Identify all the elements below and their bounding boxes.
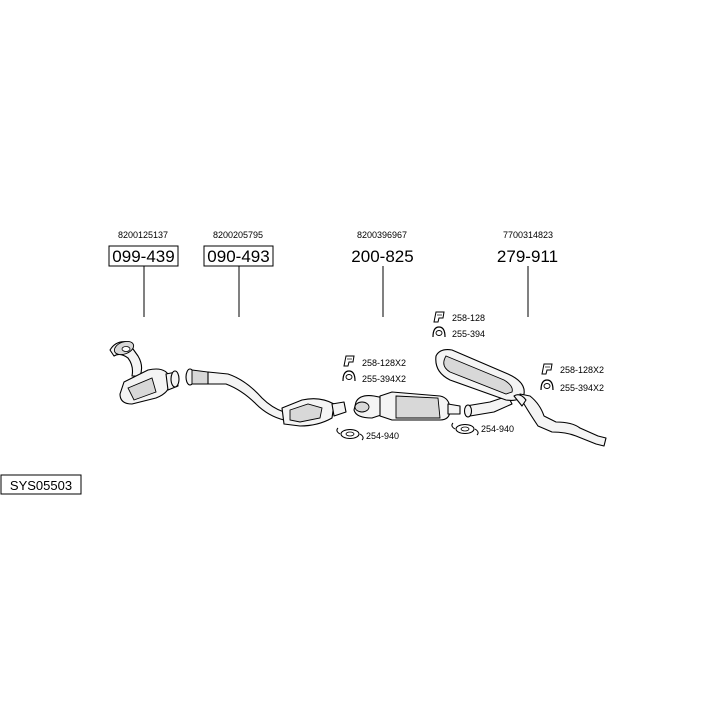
system-code: SYS05503 (10, 478, 72, 493)
clamp-icon[interactable] (336, 427, 364, 441)
clamp-1-label: 254-940 (366, 431, 399, 441)
part-number-4[interactable]: 279-911 (497, 247, 558, 266)
front-pipe-catalyst[interactable] (109, 339, 180, 405)
system-code-box: SYS05503 (0, 474, 82, 495)
clamp-2-label: 254-940 (481, 424, 514, 434)
tail-mount-label: 258-128X2 (560, 365, 604, 375)
part-number-box-1[interactable]: 099-439 (108, 245, 179, 267)
part-number-3[interactable]: 200-825 (351, 247, 413, 266)
front-muffler[interactable] (353, 391, 461, 421)
hanger-ring-icon[interactable] (432, 326, 446, 338)
rubber-mount-icon[interactable] (343, 355, 355, 367)
rubber-mount-icon[interactable] (433, 311, 445, 323)
clamp-icon[interactable] (451, 422, 479, 436)
part-number-1: 099-439 (112, 247, 174, 266)
front-muffler-mount-label: 258-128X2 (362, 358, 406, 368)
hanger-ring-icon[interactable] (540, 379, 554, 391)
oe-number-3: 8200396967 (357, 230, 407, 240)
intermediate-pipe-catalyst[interactable] (185, 368, 347, 427)
front-muffler-hanger-label: 255-394X2 (362, 374, 406, 384)
rear-muffler[interactable] (435, 349, 607, 447)
rubber-mount-icon[interactable] (541, 363, 553, 375)
part-number-box-2[interactable]: 090-493 (203, 245, 274, 267)
oe-number-1: 8200125137 (118, 230, 168, 240)
oe-number-4: 7700314823 (503, 230, 553, 240)
part-number-2: 090-493 (207, 247, 269, 266)
hanger-ring-icon[interactable] (342, 370, 356, 382)
rear-hanger-top-label: 255-394 (452, 329, 485, 339)
oe-number-2: 8200205795 (213, 230, 263, 240)
rear-mount-top-label: 258-128 (452, 313, 485, 323)
tail-hanger-label: 255-394X2 (560, 383, 604, 393)
